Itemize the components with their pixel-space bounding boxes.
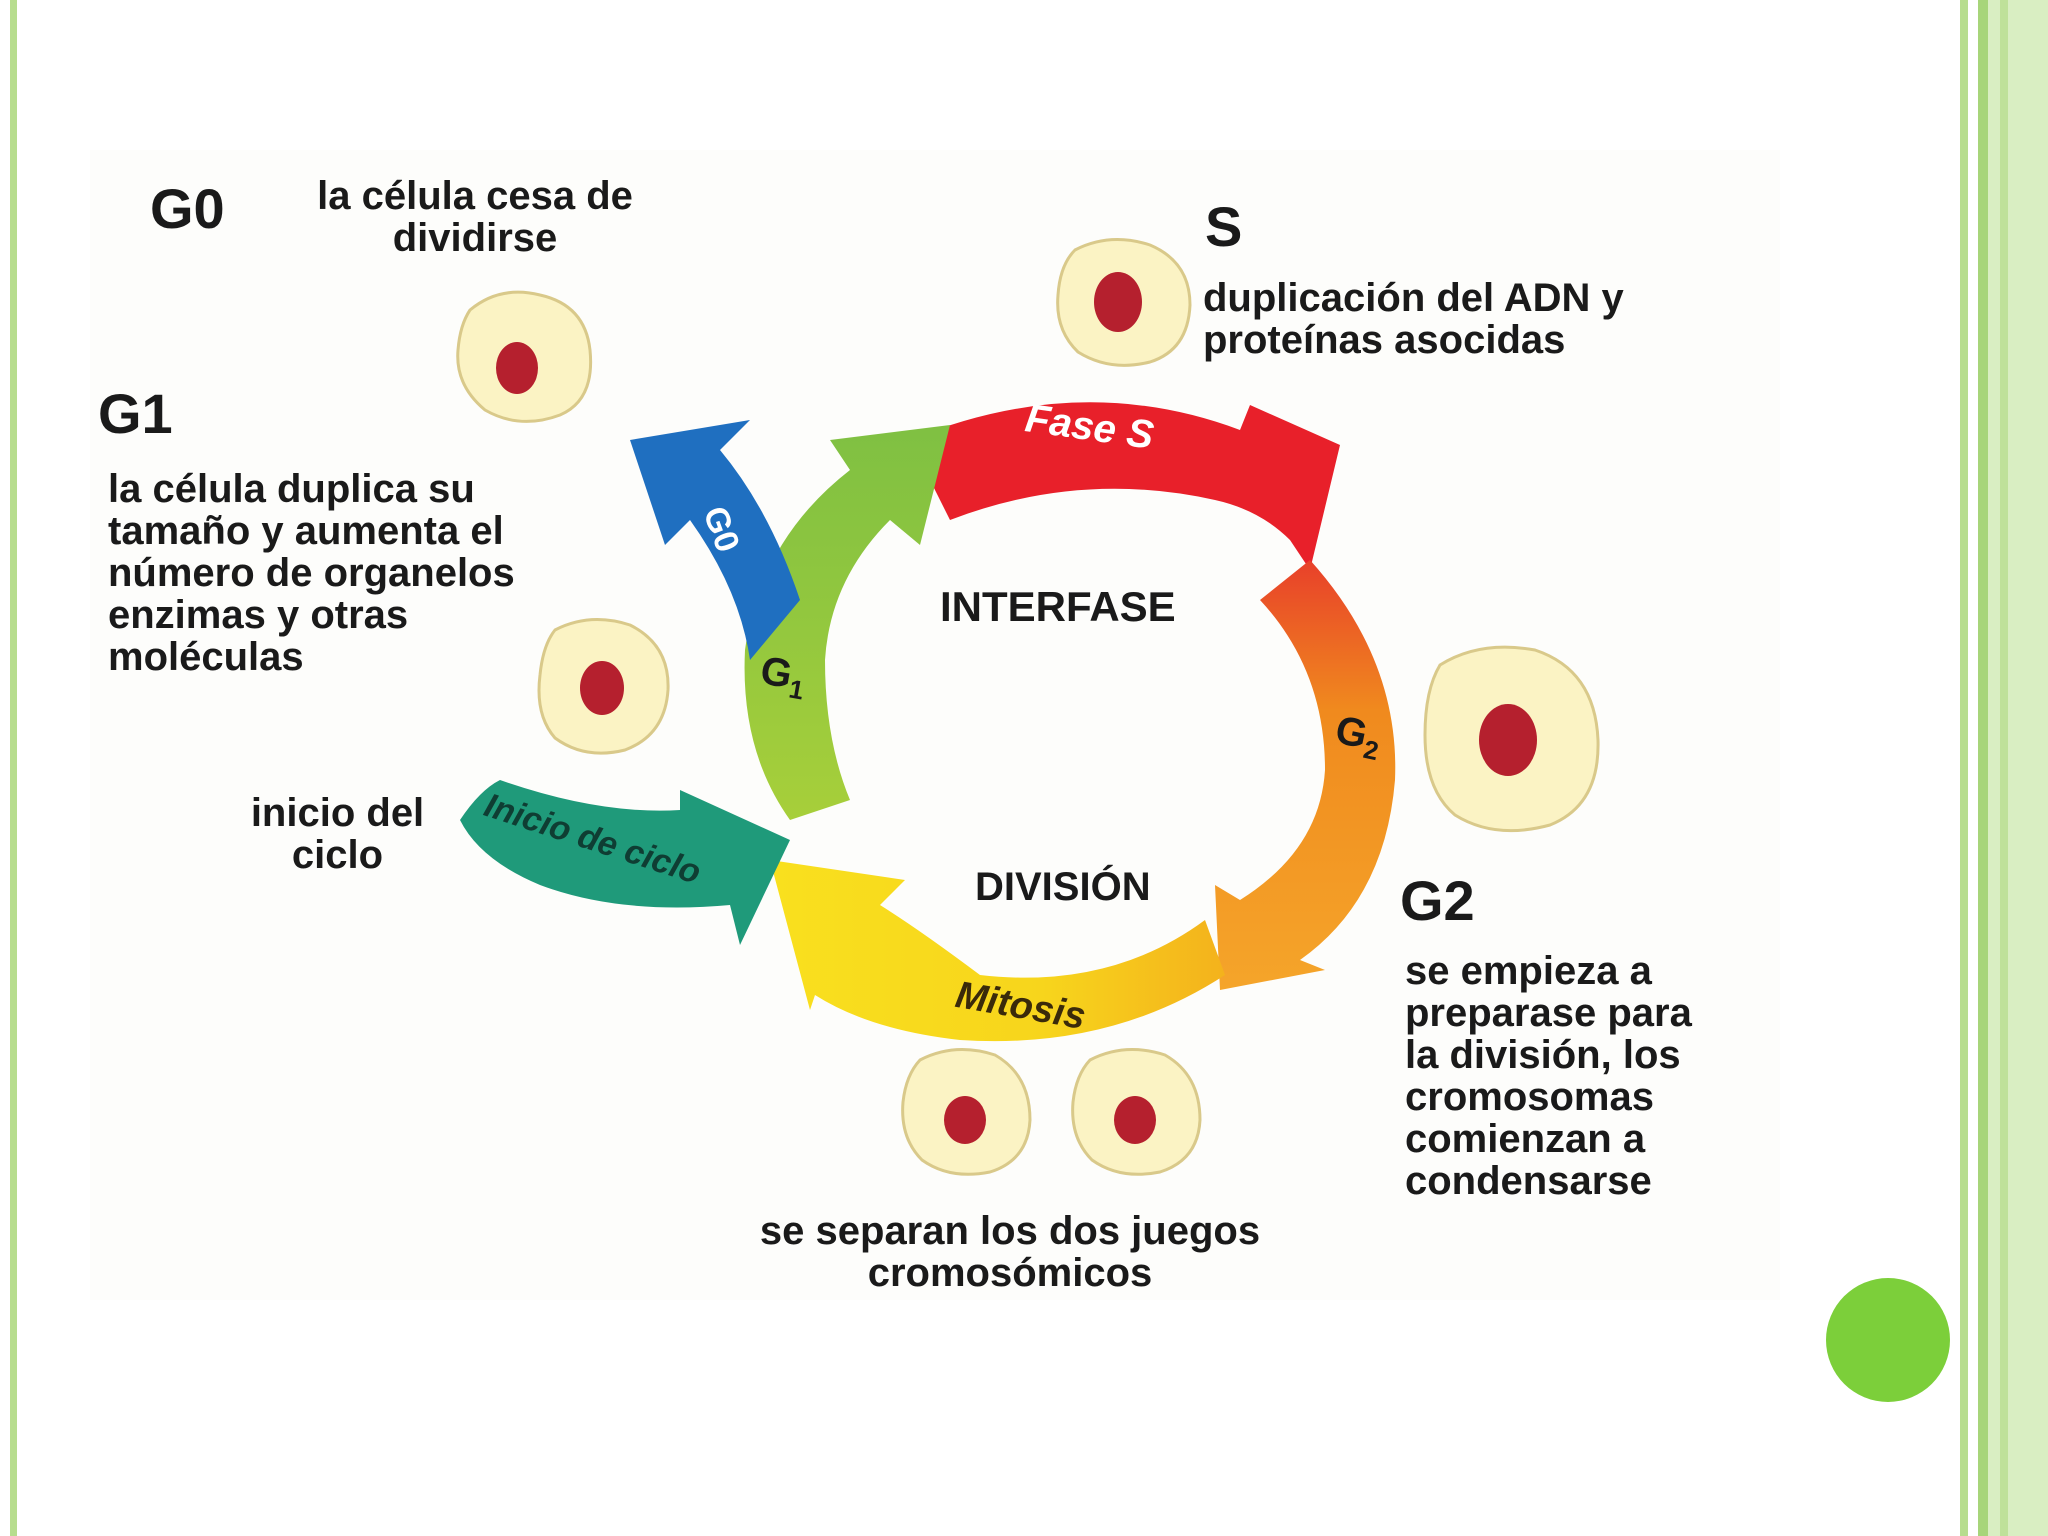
g0-arrow — [630, 420, 800, 660]
mitosis-description: se separan los dos juegos cromosómicos — [759, 1209, 1261, 1295]
cell-mitosis-left — [901, 1048, 1032, 1176]
interfase-label: INTERFASE — [940, 583, 1176, 630]
s-title: S — [1205, 195, 1243, 258]
g1-phase-letter: G1 — [757, 648, 807, 706]
g2-description: se empieza a preparase para la división,… — [1405, 949, 1692, 1203]
slide-frame-right-line-3 — [2000, 0, 2008, 1536]
slide-frame-right-line-2 — [1978, 0, 1988, 1536]
g1-arrow — [744, 425, 950, 820]
g1-title: G1 — [98, 382, 173, 445]
inicio-description: inicio del ciclo — [250, 791, 425, 877]
inicio-arrow — [460, 780, 790, 945]
cell-g2 — [1423, 645, 1600, 833]
g0-description: la célula cesa de dividirse — [317, 174, 633, 260]
slide-frame-left — [10, 0, 17, 1536]
slide-accent-dot — [1826, 1278, 1950, 1402]
g2-arrow — [1215, 560, 1396, 990]
g1-description: la célula duplica su tamaño y aumenta el… — [108, 467, 515, 679]
g0-title: G0 — [150, 177, 225, 240]
slide-frame-right-fill — [1988, 0, 2048, 1536]
cell-g0 — [456, 290, 593, 423]
g2-title: G2 — [1400, 869, 1475, 932]
cell-g1 — [537, 618, 670, 755]
division-label: DIVISIÓN — [975, 865, 1151, 909]
slide-frame-right-line — [1960, 0, 1968, 1536]
cell-mitosis-right — [1071, 1048, 1202, 1176]
mitosis-arrow — [770, 860, 1225, 1042]
cell-s — [1056, 238, 1192, 367]
fase-s-arrow — [910, 402, 1340, 570]
s-description: duplicación del ADN y proteínas asocidas — [1203, 276, 1624, 362]
